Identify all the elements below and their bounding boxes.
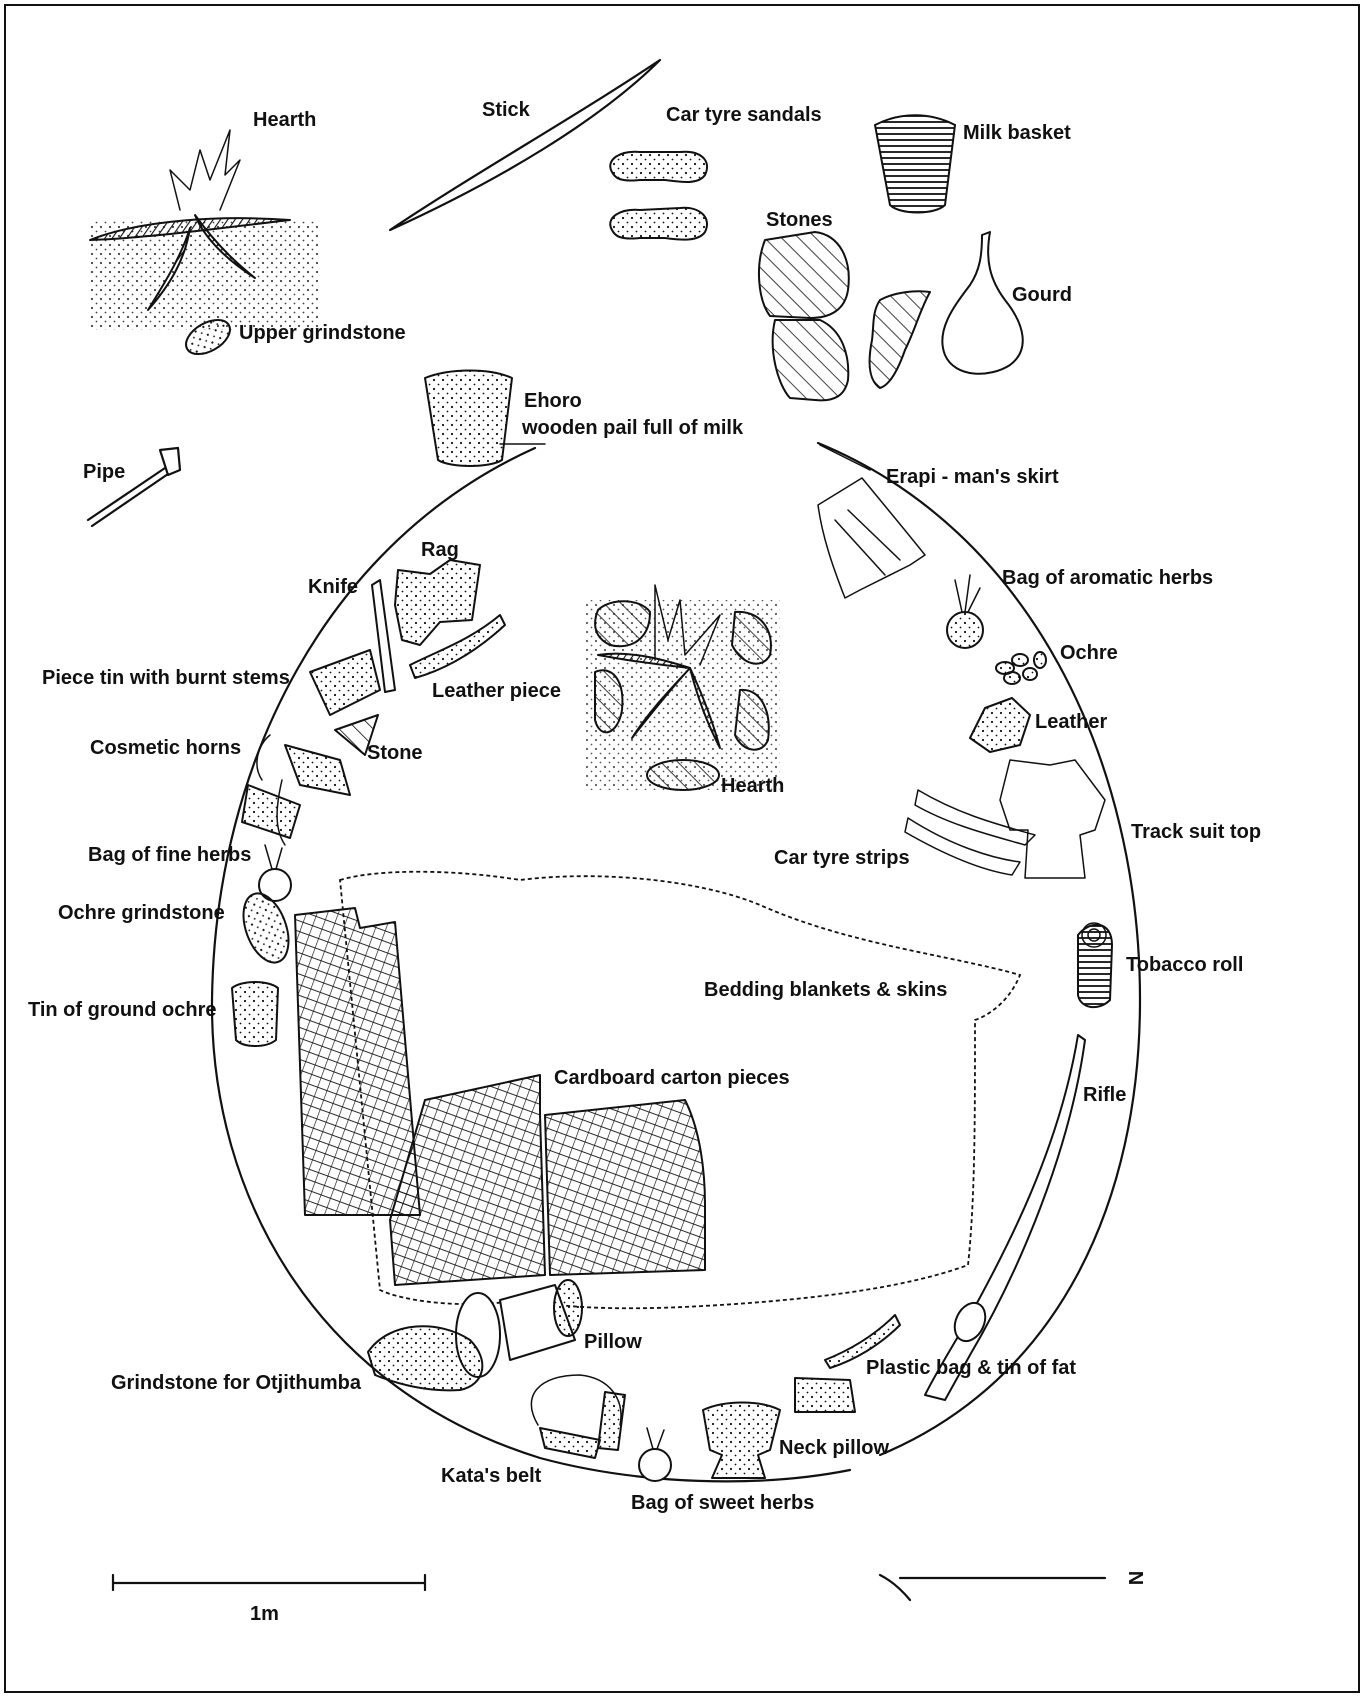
label-stick: Stick — [482, 100, 530, 120]
label-ehoro: Ehoro — [524, 391, 582, 411]
stick — [390, 60, 660, 230]
gourd-drawing — [942, 232, 1022, 374]
label-hearth-inner: Hearth — [721, 776, 784, 796]
ochre-drawing — [996, 652, 1046, 684]
label-car-tyre-sandals: Car tyre sandals — [666, 105, 822, 125]
label-plastic-bag: Plastic bag & tin of fat — [866, 1358, 1076, 1378]
label-tobacco-roll: Tobacco roll — [1126, 955, 1243, 975]
label-milk-basket: Milk basket — [963, 123, 1071, 143]
label-scale: 1m — [250, 1604, 279, 1624]
label-bag-sweet-herbs: Bag of sweet herbs — [631, 1493, 814, 1513]
label-hearth-outer: Hearth — [253, 110, 316, 130]
label-stones: Stones — [766, 210, 833, 230]
inner-hearth — [585, 585, 780, 790]
label-bag-aromatic-herbs: Bag of aromatic herbs — [1002, 568, 1213, 588]
label-ochre: Ochre — [1060, 643, 1118, 663]
label-knife: Knife — [308, 577, 358, 597]
label-track-suit-top: Track suit top — [1131, 822, 1261, 842]
label-rag: Rag — [421, 540, 459, 560]
label-north: N — [1125, 1571, 1145, 1585]
stones-drawing — [759, 232, 930, 400]
bag-aromatic-herbs-drawing — [947, 575, 983, 648]
label-neck-pillow: Neck pillow — [779, 1438, 889, 1458]
label-pipe: Pipe — [83, 462, 125, 482]
car-tyre-strips-drawing — [905, 790, 1035, 875]
label-ochre-grindstone: Ochre grindstone — [58, 903, 225, 923]
label-stone: Stone — [367, 743, 423, 763]
katas-belt-drawing — [531, 1375, 625, 1458]
label-leather-piece: Leather piece — [432, 681, 561, 701]
label-erapi: Erapi - man's skirt — [886, 467, 1059, 487]
ehoro-pail-drawing — [425, 371, 512, 467]
scale-bar — [113, 1575, 425, 1590]
erapi-leader-line — [820, 445, 870, 470]
car-tyre-sandals — [610, 152, 707, 240]
label-leather: Leather — [1035, 712, 1107, 732]
label-car-tyre-strips: Car tyre strips — [774, 848, 910, 868]
label-bag-fine-herbs: Bag of fine herbs — [88, 845, 251, 865]
track-suit-top-drawing — [1000, 760, 1105, 878]
label-piece-tin: Piece tin with burnt stems — [42, 668, 290, 688]
tobacco-roll-drawing — [1078, 923, 1112, 1007]
rag-drawing — [395, 560, 480, 645]
label-katas-belt: Kata's belt — [441, 1466, 541, 1486]
label-rifle: Rifle — [1083, 1085, 1126, 1105]
outer-hearth — [90, 130, 320, 330]
label-cosmetic-horns: Cosmetic horns — [90, 738, 241, 758]
label-pillow: Pillow — [584, 1332, 642, 1352]
leather-drawing — [970, 698, 1030, 752]
erapi-skirt-drawing — [818, 478, 925, 598]
ochre-grindstone-drawing — [235, 887, 297, 968]
label-wooden-pail: wooden pail full of milk — [522, 418, 743, 438]
bag-fine-herbs-drawing — [259, 845, 291, 901]
tin-ground-ochre-drawing — [232, 982, 278, 1046]
milk-basket-drawing — [875, 115, 955, 212]
piece-tin-drawing — [310, 650, 380, 715]
bag-sweet-herbs-drawing — [639, 1428, 671, 1481]
label-bedding: Bedding blankets & skins — [704, 980, 947, 1000]
north-arrow — [880, 1575, 1105, 1600]
label-tin-ground-ochre: Tin of ground ochre — [28, 1000, 217, 1020]
label-upper-grindstone: Upper grindstone — [239, 323, 406, 343]
pipe-drawing — [88, 448, 180, 526]
label-gourd: Gourd — [1012, 285, 1072, 305]
label-grindstone-otjithumba: Grindstone for Otjithumba — [111, 1373, 361, 1393]
label-cardboard: Cardboard carton pieces — [554, 1068, 790, 1088]
cosmetic-horns-drawing — [242, 735, 350, 845]
neck-pillow-drawing — [703, 1403, 780, 1479]
